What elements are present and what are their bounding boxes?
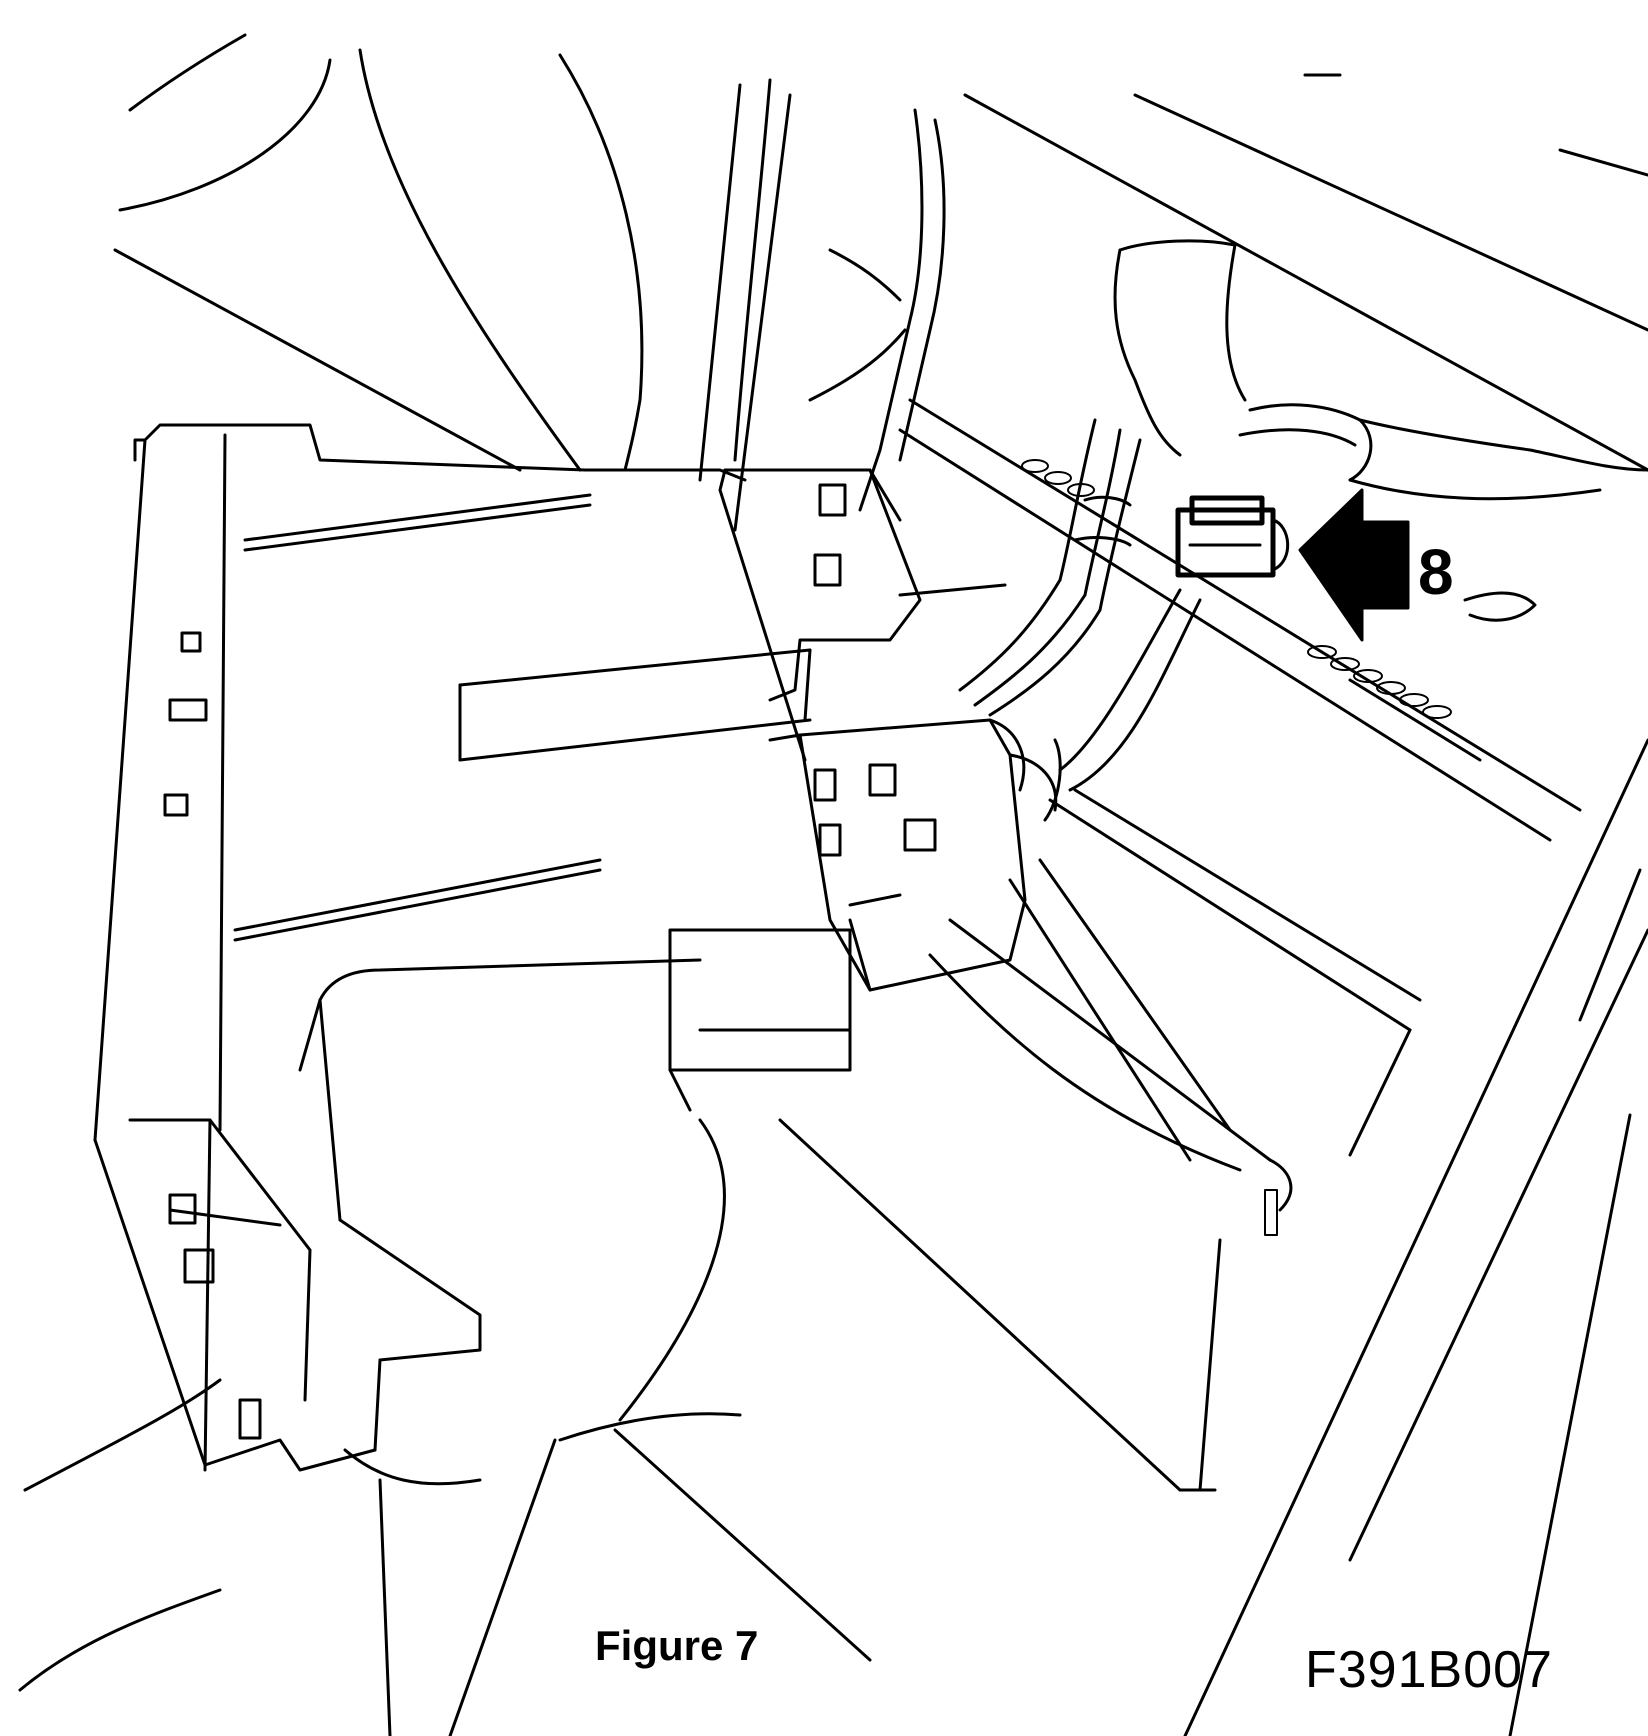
lower-clip-block bbox=[768, 718, 1062, 992]
housing-slots bbox=[163, 631, 282, 1440]
target-connector bbox=[1175, 495, 1290, 578]
upper-clip-block bbox=[718, 468, 1007, 762]
drawing-identifier: F391B007 bbox=[1305, 1641, 1553, 1699]
callout-number: 8 bbox=[1418, 536, 1454, 608]
figure-caption: Figure 7 bbox=[595, 1622, 759, 1669]
callout-arrow bbox=[1298, 488, 1537, 642]
component-housing bbox=[93, 423, 812, 1472]
mounting-rail bbox=[778, 398, 1642, 1492]
bottom-connector bbox=[668, 893, 902, 1112]
background-panels bbox=[18, 33, 1648, 1692]
console-side-panel bbox=[808, 108, 1648, 1736]
rail-holes bbox=[1021, 459, 1452, 1236]
lower-trim bbox=[343, 1118, 872, 1736]
wiring-harness bbox=[958, 239, 1648, 792]
